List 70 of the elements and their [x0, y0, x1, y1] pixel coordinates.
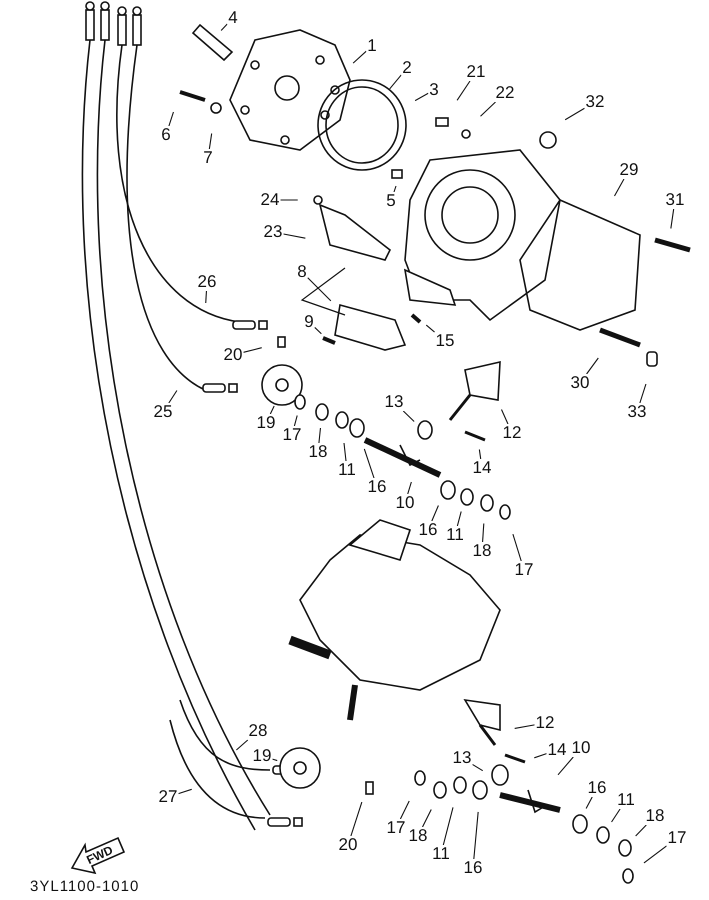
leader-line: [639, 384, 646, 404]
leader-line: [514, 724, 535, 729]
leader-line: [564, 108, 585, 120]
leader-line: [400, 800, 410, 820]
leader-line: [482, 523, 484, 542]
callout-number: 9: [303, 313, 315, 331]
leader-line: [442, 807, 454, 846]
leader-line: [168, 390, 178, 404]
leader-line: [586, 796, 593, 809]
leader-line: [611, 808, 621, 822]
leader-line: [283, 233, 306, 239]
leader-line: [586, 358, 599, 374]
leader-line: [414, 92, 429, 102]
leader-line: [407, 482, 412, 494]
leader-line: [208, 133, 212, 150]
callout-number: 16: [586, 779, 608, 797]
leader-line: [512, 534, 522, 562]
callout-number: 11: [616, 791, 636, 809]
leader-line: [500, 409, 508, 424]
leader-line: [635, 824, 647, 836]
direction-label: FWD: [84, 842, 115, 868]
leader-line: [472, 764, 484, 772]
leader-line: [205, 290, 207, 304]
leader-line: [178, 788, 192, 794]
drawing-code: 3YL1100-1010: [30, 878, 140, 895]
leader-line: [670, 208, 674, 229]
leader-line: [422, 809, 432, 828]
leader-line: [644, 845, 667, 864]
callout-number: 13: [452, 749, 472, 767]
callout-number: 22: [494, 84, 516, 102]
callout-number: 18: [644, 807, 666, 825]
leader-line: [307, 277, 332, 302]
callout-number: 13: [384, 393, 404, 411]
leader-line: [243, 347, 262, 353]
callout-number: 31: [664, 191, 686, 209]
leader-line: [220, 24, 228, 31]
leader-line: [456, 80, 470, 101]
leader-line: [402, 410, 415, 422]
leader-line: [294, 415, 298, 426]
leader-line: [364, 448, 375, 478]
leader-line: [389, 74, 402, 90]
leader-line: [534, 753, 547, 758]
leader-line: [280, 199, 298, 201]
leader-line: [343, 442, 347, 462]
callout-number: 32: [584, 93, 606, 111]
leader-line: [318, 428, 321, 444]
leader-line: [350, 802, 362, 836]
leader-line: [478, 449, 482, 460]
callout-number: 10: [570, 739, 592, 757]
callout-number: 2: [401, 59, 413, 77]
callout-number: 1: [366, 37, 378, 55]
leader-line: [168, 112, 174, 126]
leader-line: [393, 186, 397, 192]
callout-number: 21: [466, 63, 486, 81]
leader-line: [473, 812, 479, 860]
leader-line: [480, 102, 496, 117]
leader-line: [352, 50, 367, 64]
leader-line: [456, 511, 462, 526]
callout-number: 29: [618, 161, 640, 179]
leader-line: [431, 505, 439, 522]
leader-line: [236, 740, 248, 750]
callout-number: 28: [248, 722, 268, 740]
leader-line: [558, 756, 574, 776]
leader-line: [614, 178, 624, 196]
leader-line: [314, 327, 322, 334]
callout-number: 17: [666, 829, 688, 847]
leader-line: [426, 324, 435, 332]
leader-line: [270, 406, 275, 414]
callout-number: 4: [227, 9, 239, 27]
callout-number: 8: [296, 263, 308, 281]
